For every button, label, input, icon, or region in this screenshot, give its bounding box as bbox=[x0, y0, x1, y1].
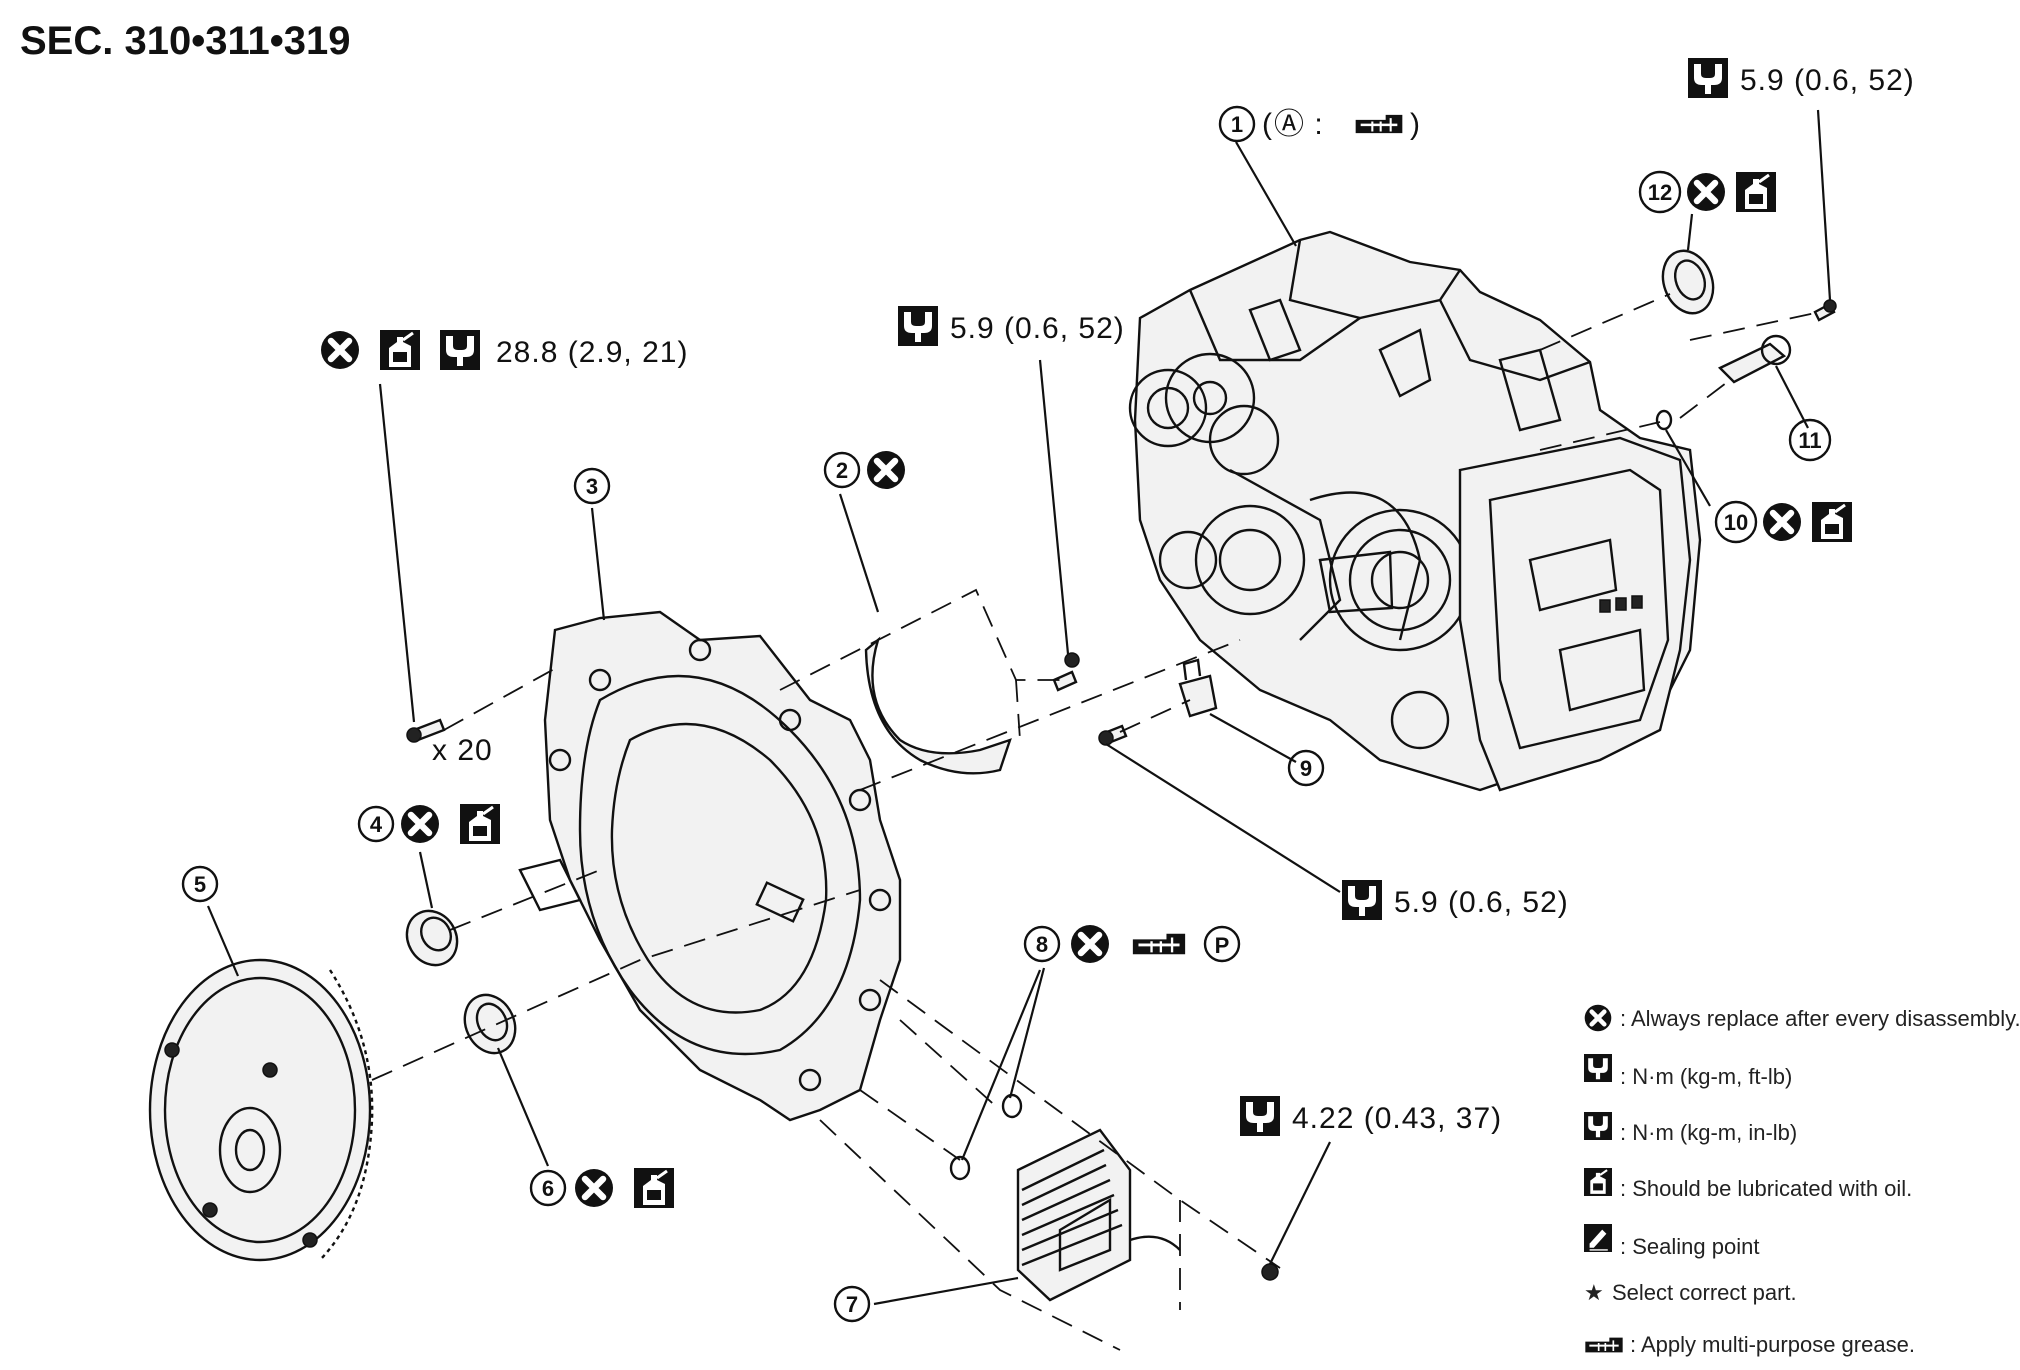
callout-5: 5 bbox=[181, 865, 219, 903]
o-ring-10 bbox=[1655, 409, 1673, 431]
bolt-cooler bbox=[1261, 1263, 1279, 1281]
svg-text:): ) bbox=[1410, 108, 1421, 141]
oil-icon bbox=[634, 1168, 674, 1208]
torque-bracket-bolt-value: 5.9 (0.6, 52) bbox=[950, 312, 1125, 345]
callout-10-number: 10 bbox=[1724, 510, 1748, 535]
callout-11-number: 11 bbox=[1798, 428, 1821, 453]
bracket bbox=[864, 636, 1012, 775]
callout-10: 10 bbox=[1714, 500, 1852, 544]
torque-label-cooler-bolt: 4.22 (0.43, 37) bbox=[1240, 1096, 1502, 1136]
callout-4: 4 bbox=[357, 804, 500, 844]
legend-star-icon: ★ bbox=[1584, 1280, 1604, 1305]
replace-icon bbox=[401, 805, 439, 843]
legend-oil-icon bbox=[1584, 1168, 1612, 1196]
torque-icon bbox=[1688, 58, 1728, 98]
oil-seal-12 bbox=[1661, 249, 1715, 315]
transaxle-assembly bbox=[1128, 230, 1702, 792]
replace-icon bbox=[1763, 503, 1801, 541]
callout-9: 9 bbox=[1287, 749, 1325, 787]
callout-1: 1 ( Ⓐ : ) bbox=[1218, 105, 1421, 143]
leader-lines bbox=[206, 109, 1832, 1306]
oil-icon bbox=[1812, 502, 1852, 542]
oil-seal-4 bbox=[405, 909, 459, 967]
legend-text-torque-inlb: : N·m (kg-m, in-lb) bbox=[1620, 1120, 1797, 1145]
oil-icon bbox=[460, 804, 500, 844]
callout-3-number: 3 bbox=[586, 474, 598, 499]
torque-sensor-bolt-value: 5.9 (0.6, 52) bbox=[1394, 886, 1569, 919]
callout-3: 3 bbox=[573, 467, 611, 505]
callout-4-number: 4 bbox=[370, 812, 383, 837]
torque-housing-bolts-value: 28.8 (2.9, 21) bbox=[496, 336, 688, 369]
torque-label-bracket-bolt: 5.9 (0.6, 52) bbox=[898, 306, 1125, 346]
legend-text-torque-ftlb: : N·m (kg-m, ft-lb) bbox=[1620, 1064, 1792, 1089]
assembly-lines bbox=[371, 293, 1821, 1351]
callout-12-number: 12 bbox=[1648, 180, 1672, 205]
p-mark: P bbox=[1215, 933, 1230, 958]
section-title: SEC. 310•311•319 bbox=[20, 19, 351, 63]
torque-icon bbox=[898, 306, 938, 346]
legend-replace-icon bbox=[1585, 1005, 1612, 1032]
callout-9-number: 9 bbox=[1300, 756, 1312, 781]
callout-2: 2 bbox=[823, 451, 905, 489]
o-ring-8a bbox=[949, 1155, 971, 1181]
oil-cooler bbox=[1016, 1128, 1181, 1302]
sensor bbox=[1178, 658, 1218, 718]
bolt-bracket bbox=[1052, 652, 1080, 692]
replace-icon bbox=[1071, 925, 1109, 963]
legend-text-grease: : Apply multi-purpose grease. bbox=[1630, 1332, 1915, 1357]
converter-housing bbox=[518, 610, 902, 1122]
torque-label-housing-bolts: 28.8 (2.9, 21) bbox=[321, 330, 688, 370]
torque-label-top-right: 5.9 (0.6, 52) bbox=[1688, 58, 1915, 98]
oil-icon bbox=[380, 330, 420, 370]
callout-6-number: 6 bbox=[542, 1176, 554, 1201]
replace-icon bbox=[575, 1169, 613, 1207]
callout-2-number: 2 bbox=[836, 458, 848, 483]
legend-torque-ftlb-icon bbox=[1584, 1054, 1612, 1082]
torque-icon bbox=[1240, 1096, 1280, 1136]
callout-7-number: 7 bbox=[846, 1292, 858, 1317]
callout-6: 6 bbox=[529, 1168, 674, 1208]
oil-seal-6 bbox=[463, 993, 517, 1055]
svg-text:(: ( bbox=[1262, 108, 1273, 141]
callout-8-number: 8 bbox=[1036, 932, 1048, 957]
replace-icon bbox=[867, 451, 905, 489]
callout-12: 12 bbox=[1638, 170, 1776, 214]
legend-sealing-icon bbox=[1584, 1224, 1612, 1252]
torque-label-sensor-bolt: 5.9 (0.6, 52) bbox=[1342, 880, 1569, 920]
callout-7: 7 bbox=[833, 1285, 871, 1323]
legend-grease-icon bbox=[1584, 1334, 1624, 1356]
legend-text-replace: : Always replace after every disassembly… bbox=[1620, 1006, 2020, 1031]
o-ring-8b bbox=[1001, 1093, 1023, 1119]
torque-converter bbox=[148, 958, 374, 1262]
bolt-sensor bbox=[1098, 724, 1128, 746]
oil-icon bbox=[1736, 172, 1776, 212]
callout-1-ref: Ⓐ : bbox=[1274, 108, 1324, 141]
legend-text-star: Select correct part. bbox=[1612, 1280, 1797, 1305]
grease-icon bbox=[1130, 930, 1188, 958]
legend-torque-inlb-icon bbox=[1584, 1112, 1612, 1140]
bolt-top-right bbox=[1813, 299, 1837, 322]
callout-1-number: 1 bbox=[1231, 112, 1243, 137]
legend: : Always replace after every disassembly… bbox=[1584, 1005, 2020, 1357]
replace-icon bbox=[1687, 173, 1725, 211]
callout-8: 8 P bbox=[1023, 925, 1241, 963]
torque-cooler-bolt-value: 4.22 (0.43, 37) bbox=[1292, 1102, 1502, 1135]
grease-icon bbox=[1354, 111, 1404, 137]
input-shaft-part bbox=[1717, 334, 1792, 384]
legend-text-oil: : Should be lubricated with oil. bbox=[1620, 1176, 1912, 1201]
legend-text-sealing: : Sealing point bbox=[1620, 1234, 1759, 1259]
replace-icon bbox=[321, 331, 359, 369]
torque-top-right-value: 5.9 (0.6, 52) bbox=[1740, 64, 1915, 97]
callout-11: 11 bbox=[1788, 418, 1832, 462]
callout-5-number: 5 bbox=[194, 872, 206, 897]
torque-icon bbox=[1342, 880, 1382, 920]
torque-icon bbox=[440, 330, 480, 370]
bolt-quantity: x 20 bbox=[432, 734, 493, 767]
